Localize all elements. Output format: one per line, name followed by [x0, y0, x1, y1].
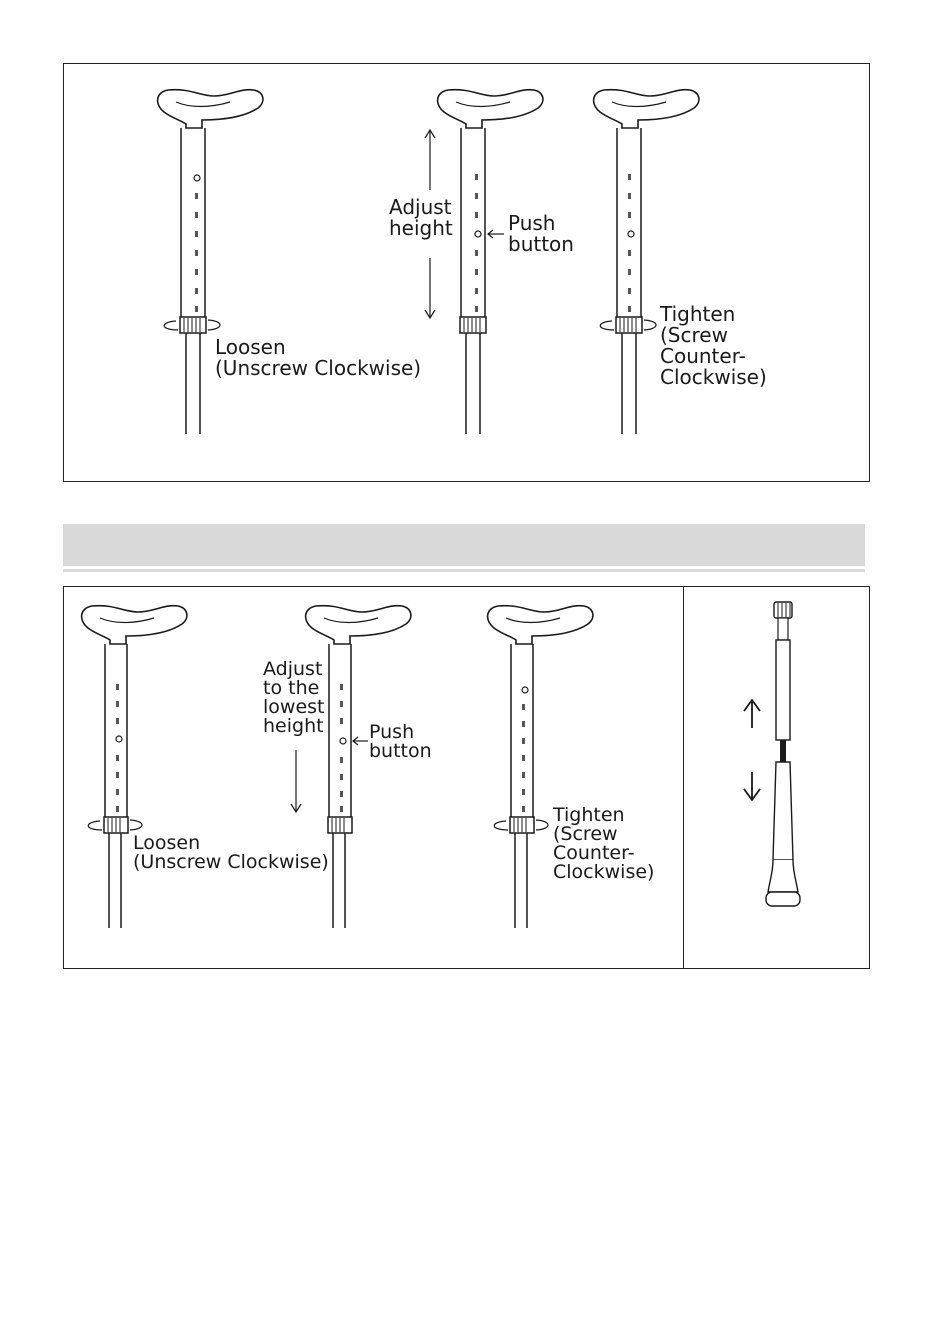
top-push-button-label: Push button	[508, 213, 574, 255]
bottom-loosen-label: Loosen (Unscrew Clockwise)	[133, 834, 329, 872]
top-cane-1	[158, 90, 263, 434]
arrow-down-icon	[425, 258, 435, 318]
arrow-up-icon	[425, 130, 435, 190]
side-extending-cane	[744, 602, 800, 906]
top-loosen-label: Loosen (Unscrew Clockwise)	[215, 337, 421, 379]
arrow-up-icon	[744, 700, 760, 728]
bottom-cane-2	[291, 606, 411, 928]
bottom-adjust-lowest-label: Adjust to the lowest height	[263, 660, 324, 736]
bottom-push-button-label: Push button	[369, 723, 432, 761]
top-cane-2	[425, 90, 543, 434]
arrow-down-icon	[744, 772, 760, 800]
rotate-arrow-icon	[164, 321, 178, 330]
top-adjust-height-label: Adjust height	[389, 197, 453, 239]
bottom-cane-1	[82, 606, 187, 928]
bottom-tighten-label: Tighten (Screw Counter- Clockwise)	[553, 806, 654, 882]
top-tighten-label: Tighten (Screw Counter- Clockwise)	[660, 304, 767, 388]
